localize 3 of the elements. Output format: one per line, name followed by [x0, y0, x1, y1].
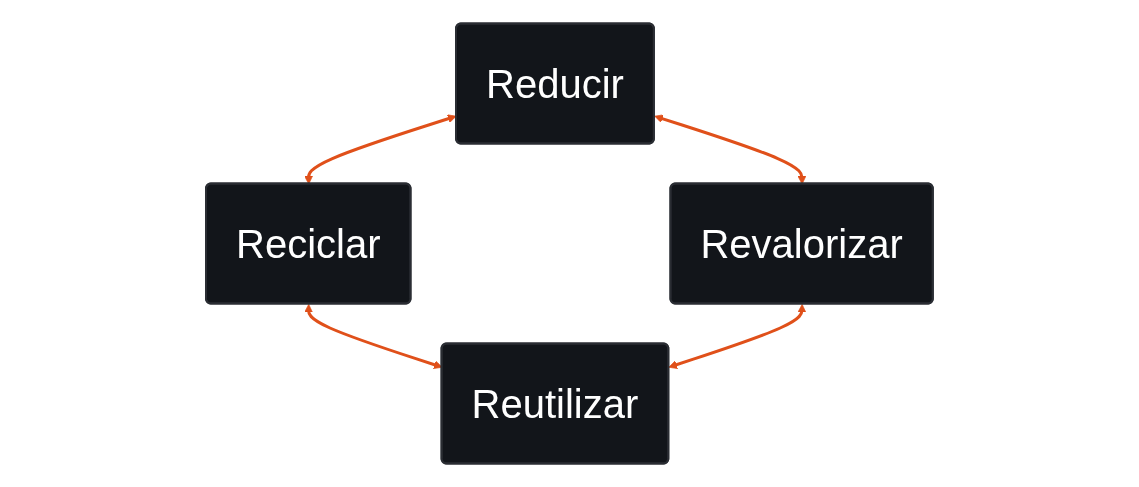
arrow	[304, 114, 457, 185]
arrow	[654, 114, 807, 185]
arrow	[668, 304, 807, 369]
